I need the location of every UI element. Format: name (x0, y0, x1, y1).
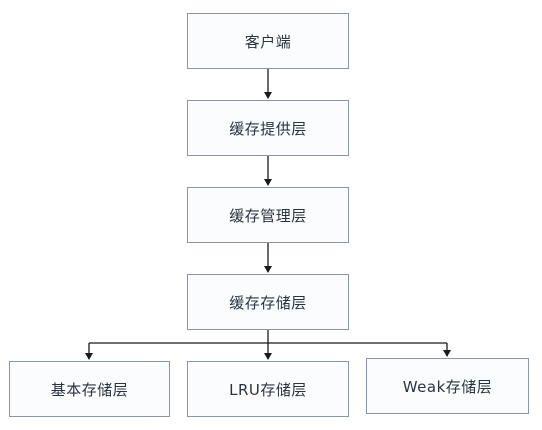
node-lru-storage: LRU存储层 (187, 361, 349, 417)
node-weak-storage: Weak存储层 (366, 358, 529, 414)
node-cache-provider: 缓存提供层 (187, 100, 349, 156)
node-lru-storage-label: LRU存储层 (229, 380, 307, 399)
node-cache-storage-label: 缓存存储层 (229, 293, 307, 312)
node-cache-manager-label: 缓存管理层 (229, 206, 307, 225)
node-weak-storage-label: Weak存储层 (402, 377, 493, 396)
node-basic-storage: 基本存储层 (9, 361, 170, 417)
node-cache-storage: 缓存存储层 (187, 274, 349, 330)
node-cache-manager: 缓存管理层 (187, 187, 349, 243)
node-basic-storage-label: 基本存储层 (50, 380, 129, 399)
node-client-label: 客户端 (244, 32, 292, 51)
node-client: 客户端 (187, 13, 349, 69)
node-cache-provider-label: 缓存提供层 (229, 119, 307, 138)
